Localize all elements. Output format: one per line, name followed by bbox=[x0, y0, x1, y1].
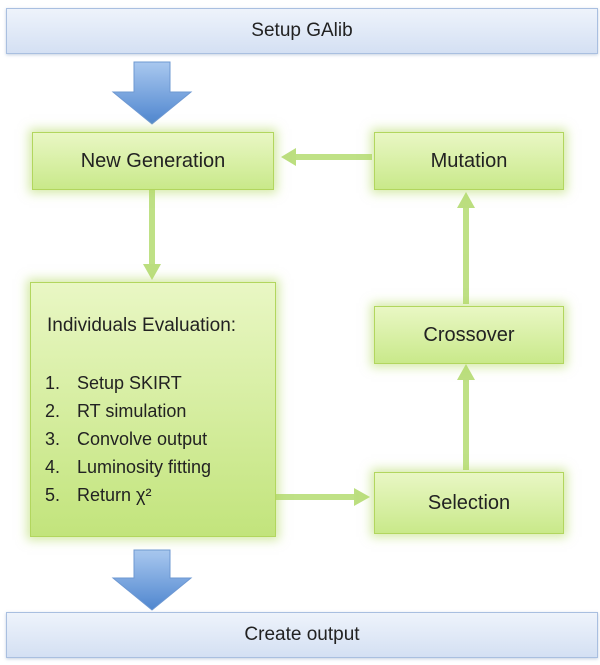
create-output-label: Create output bbox=[244, 624, 360, 645]
arrowhead-to-selection bbox=[354, 488, 370, 506]
step-text: Return χ² bbox=[77, 485, 152, 505]
new-generation-box: New Generation bbox=[32, 132, 274, 190]
evaluation-step: 1. Setup SKIRT bbox=[45, 369, 211, 397]
step-number: 5. bbox=[45, 485, 61, 505]
step-text: Setup SKIRT bbox=[77, 373, 182, 393]
step-number: 3. bbox=[45, 429, 61, 449]
down-arrow-top bbox=[111, 61, 193, 125]
mutation-label: Mutation bbox=[430, 149, 508, 172]
crossover-label: Crossover bbox=[423, 323, 515, 346]
step-text: Convolve output bbox=[77, 429, 208, 449]
evaluation-step: 2. RT simulation bbox=[45, 397, 211, 425]
selection-label: Selection bbox=[427, 491, 511, 514]
create-output-box: Create output bbox=[6, 612, 598, 658]
individuals-evaluation-box: Individuals Evaluation: 1. Setup SKIRT 2.… bbox=[30, 282, 276, 537]
crossover-box: Crossover bbox=[374, 306, 564, 364]
mutation-box: Mutation bbox=[374, 132, 564, 190]
arrowhead-to-newgen bbox=[281, 148, 296, 166]
evaluation-step: 5. Return χ² bbox=[45, 481, 211, 509]
arrowhead-to-crossover bbox=[457, 364, 475, 380]
new-generation-label: New Generation bbox=[80, 149, 226, 172]
selection-box: Selection bbox=[374, 472, 564, 534]
step-text: Luminosity fitting bbox=[77, 457, 212, 477]
setup-galib-box: Setup GAlib bbox=[6, 8, 598, 54]
step-text: RT simulation bbox=[77, 401, 187, 421]
step-number: 2. bbox=[45, 401, 61, 421]
evaluation-step: 4. Luminosity fitting bbox=[45, 453, 211, 481]
evaluation-steps: 1. Setup SKIRT 2. RT simulation 3. Convolve… bbox=[45, 369, 211, 509]
step-number: 4. bbox=[45, 457, 61, 477]
evaluation-title: Individuals Evaluation: bbox=[47, 315, 237, 336]
arrowhead-to-mutation bbox=[457, 192, 475, 208]
step-number: 1. bbox=[45, 373, 61, 393]
down-arrow-bottom bbox=[111, 549, 193, 611]
arrowhead-to-eval bbox=[143, 264, 161, 280]
evaluation-step: 3. Convolve output bbox=[45, 425, 211, 453]
setup-galib-label: Setup GAlib bbox=[251, 20, 353, 41]
